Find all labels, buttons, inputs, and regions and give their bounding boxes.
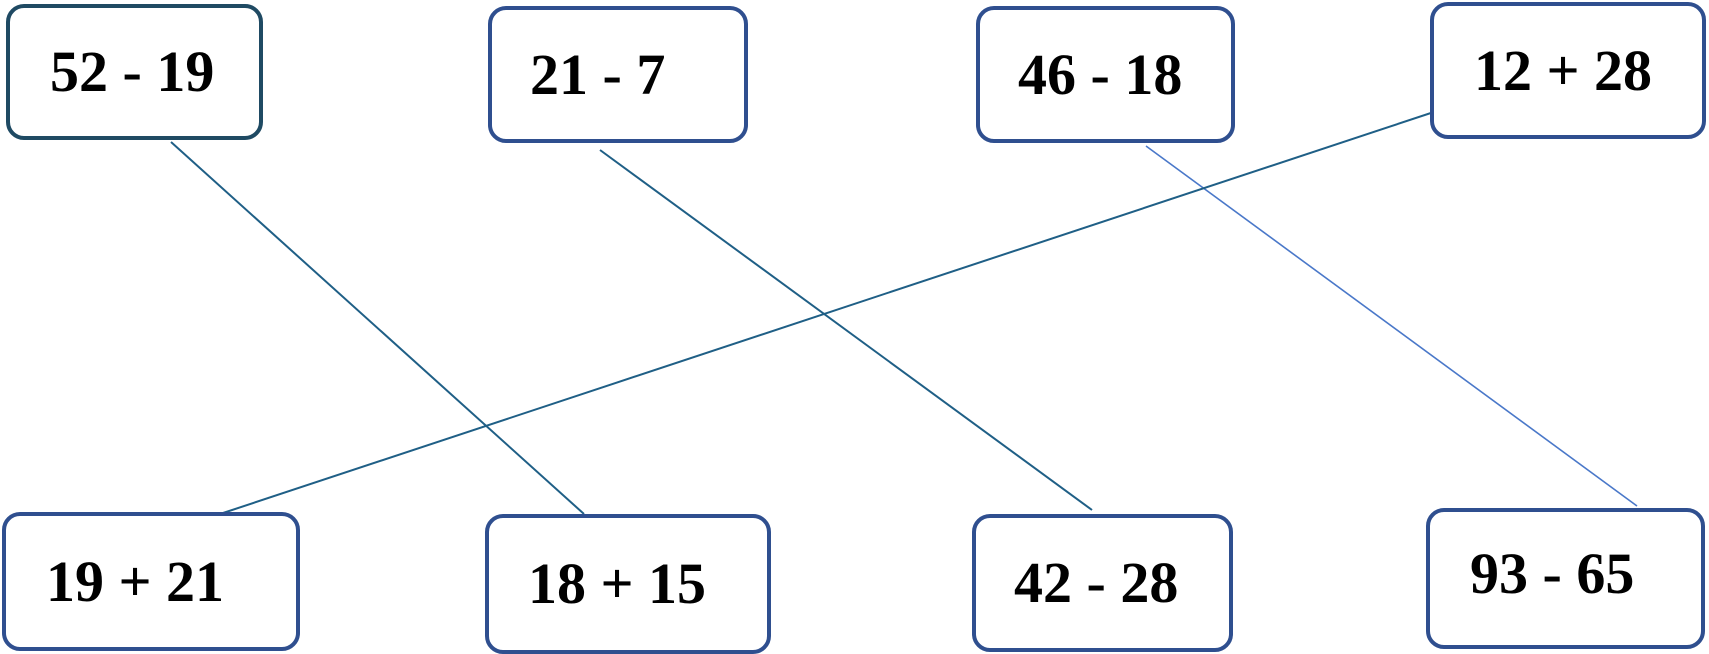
top-box-46-18[interactable]: 46 - 18	[976, 6, 1235, 143]
bottom-box-label: 93 - 65	[1470, 540, 1635, 606]
top-box-label: 12 + 28	[1474, 37, 1653, 103]
top-box-12-28[interactable]: 12 + 28	[1430, 2, 1706, 139]
bottom-box-label: 19 + 21	[46, 548, 225, 614]
bottom-box-label: 42 - 28	[1014, 550, 1179, 615]
connector-12-28-to-19-21	[219, 107, 1447, 515]
top-box-52-19[interactable]: 52 - 19	[6, 4, 263, 140]
top-box-label: 46 - 18	[1018, 41, 1183, 107]
top-box-21-7[interactable]: 21 - 7	[488, 6, 748, 143]
top-box-label: 52 - 19	[50, 39, 215, 104]
connector-21-7-to-42-28	[599, 149, 1093, 511]
top-box-label: 21 - 7	[530, 41, 666, 107]
bottom-box-18-15[interactable]: 18 + 15	[485, 514, 771, 654]
bottom-box-42-28[interactable]: 42 - 28	[972, 514, 1233, 652]
connector-46-18-to-93-65	[1145, 145, 1638, 507]
bottom-box-93-65[interactable]: 93 - 65	[1426, 508, 1705, 649]
connector-52-19-to-18-15	[170, 141, 585, 515]
bottom-box-label: 18 + 15	[528, 551, 707, 616]
bottom-box-19-21[interactable]: 19 + 21	[2, 512, 300, 651]
